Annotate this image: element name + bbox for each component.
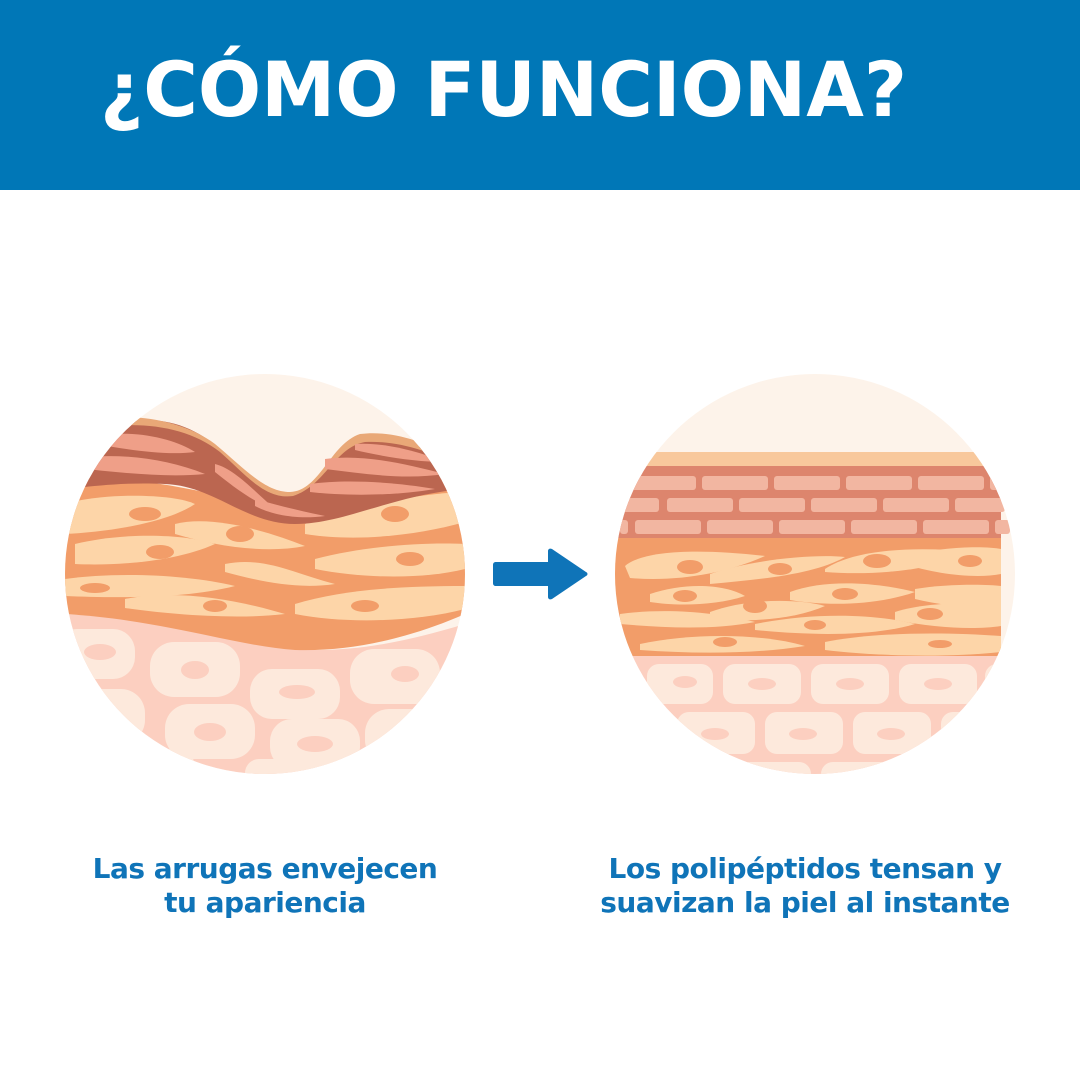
page-title: ¿CÓMO FUNCIONA?: [100, 45, 908, 134]
arrow-right-icon: [493, 548, 588, 600]
header-banner: ¿CÓMO FUNCIONA?: [0, 0, 1080, 190]
caption-before: Las arrugas envejecen tu apariencia: [60, 852, 470, 920]
caption-before-line2: tu apariencia: [164, 886, 366, 919]
caption-before-line1: Las arrugas envejecen: [92, 852, 438, 885]
caption-after-line1: Los polipéptidos tensan y: [608, 852, 1002, 885]
smooth-skin-icon: [615, 374, 1015, 774]
wrinkled-skin-icon: [65, 374, 465, 774]
wrinkled-skin-illustration: [65, 374, 465, 774]
caption-after-line2: suavizan la piel al instante: [600, 886, 1010, 919]
caption-after: Los polipéptidos tensan y suavizan la pi…: [580, 852, 1030, 920]
smooth-skin-illustration: [615, 374, 1015, 774]
